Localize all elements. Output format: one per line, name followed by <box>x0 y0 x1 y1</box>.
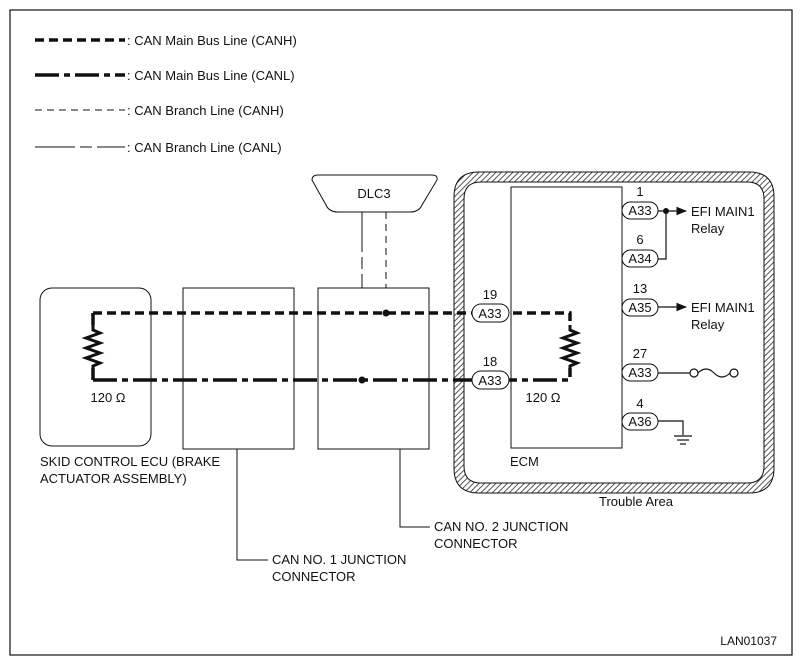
svg-text:1: 1 <box>636 184 643 199</box>
relay-1-label-line2: Relay <box>691 221 725 236</box>
canh-junction-dot <box>382 309 390 317</box>
svg-text:27: 27 <box>633 346 647 361</box>
skid-ecu-label-line2: ACTUATOR ASSEMBLY) <box>40 471 187 486</box>
connector-badge: A34 <box>628 251 651 266</box>
jc1-leader-line <box>236 449 268 561</box>
wire-pin6-join <box>658 211 667 260</box>
junction-connector-2-box <box>317 287 430 450</box>
skid-ecu-label-line1: SKID CONTROL ECU (BRAKE <box>40 454 220 469</box>
connector-badge: A33 <box>478 306 501 321</box>
connector-badge: A33 <box>478 373 501 388</box>
ecm-label: ECM <box>510 454 539 469</box>
svg-text:6: 6 <box>636 232 643 247</box>
svg-text:4: 4 <box>636 396 643 411</box>
connector-badge: A36 <box>628 414 651 429</box>
legend-label-canl-branch: : CAN Branch Line (CANL) <box>127 140 282 155</box>
ecm-pin-13: 13 A35 <box>621 281 659 317</box>
legend-label-canh-main: : CAN Main Bus Line (CANH) <box>127 33 297 48</box>
ground-icon <box>658 420 692 445</box>
legend-label-canl-main: : CAN Main Bus Line (CANL) <box>127 68 295 83</box>
ecm-box <box>510 186 623 449</box>
jc2-label-line1: CAN NO. 2 JUNCTION <box>434 519 568 534</box>
canl-junction-dot <box>358 376 366 384</box>
legend: : CAN Main Bus Line (CANH) : CAN Main Bu… <box>35 33 297 155</box>
ecm-pin-27: 27 A33 <box>621 346 659 382</box>
jc1-label-line2: CONNECTOR <box>272 569 356 584</box>
ecm-resistor-label: 120 Ω <box>525 390 560 405</box>
relay-1-label-line1: EFI MAIN1 <box>691 204 755 219</box>
connector-badge: A33 <box>628 365 651 380</box>
ecm-can-pin-18: 18 A33 <box>471 354 510 390</box>
figure-code: LAN01037 <box>720 634 777 648</box>
ecm-pin-1: 1 A33 <box>621 184 659 220</box>
trouble-area-label: Trouble Area <box>599 494 674 509</box>
jc1-label-line1: CAN NO. 1 JUNCTION <box>272 552 406 567</box>
can-main-bus-canh <box>93 311 572 325</box>
skid-termination-resistor <box>81 325 105 368</box>
connector-badge: A33 <box>628 203 651 218</box>
skid-control-ecu-box <box>39 287 152 447</box>
ecm-can-pin-19: 19 A33 <box>471 287 510 323</box>
svg-text:13: 13 <box>633 281 647 296</box>
jc2-label-line2: CONNECTOR <box>434 536 518 551</box>
ecm-pin-4: 4 A36 <box>621 396 659 431</box>
svg-text:19: 19 <box>483 287 497 302</box>
junction-connector-1-box <box>182 287 295 450</box>
pin27-terminal-symbol <box>658 368 739 378</box>
svg-text:18: 18 <box>483 354 497 369</box>
connector-badge: A35 <box>628 300 651 315</box>
can-main-bus-canl <box>93 368 572 382</box>
jc2-leader-line <box>399 449 430 528</box>
legend-label-canh-branch: : CAN Branch Line (CANH) <box>127 103 284 118</box>
ecm-termination-resistor <box>558 325 582 368</box>
dlc3-label: DLC3 <box>357 186 390 201</box>
relay-2-label-line1: EFI MAIN1 <box>691 300 755 315</box>
ecm-pin-6: 6 A34 <box>621 232 659 268</box>
skid-resistor-label: 120 Ω <box>90 390 125 405</box>
trouble-area-border <box>453 171 775 494</box>
dlc3-connector: DLC3 <box>311 174 438 213</box>
relay-2-label-line2: Relay <box>691 317 725 332</box>
